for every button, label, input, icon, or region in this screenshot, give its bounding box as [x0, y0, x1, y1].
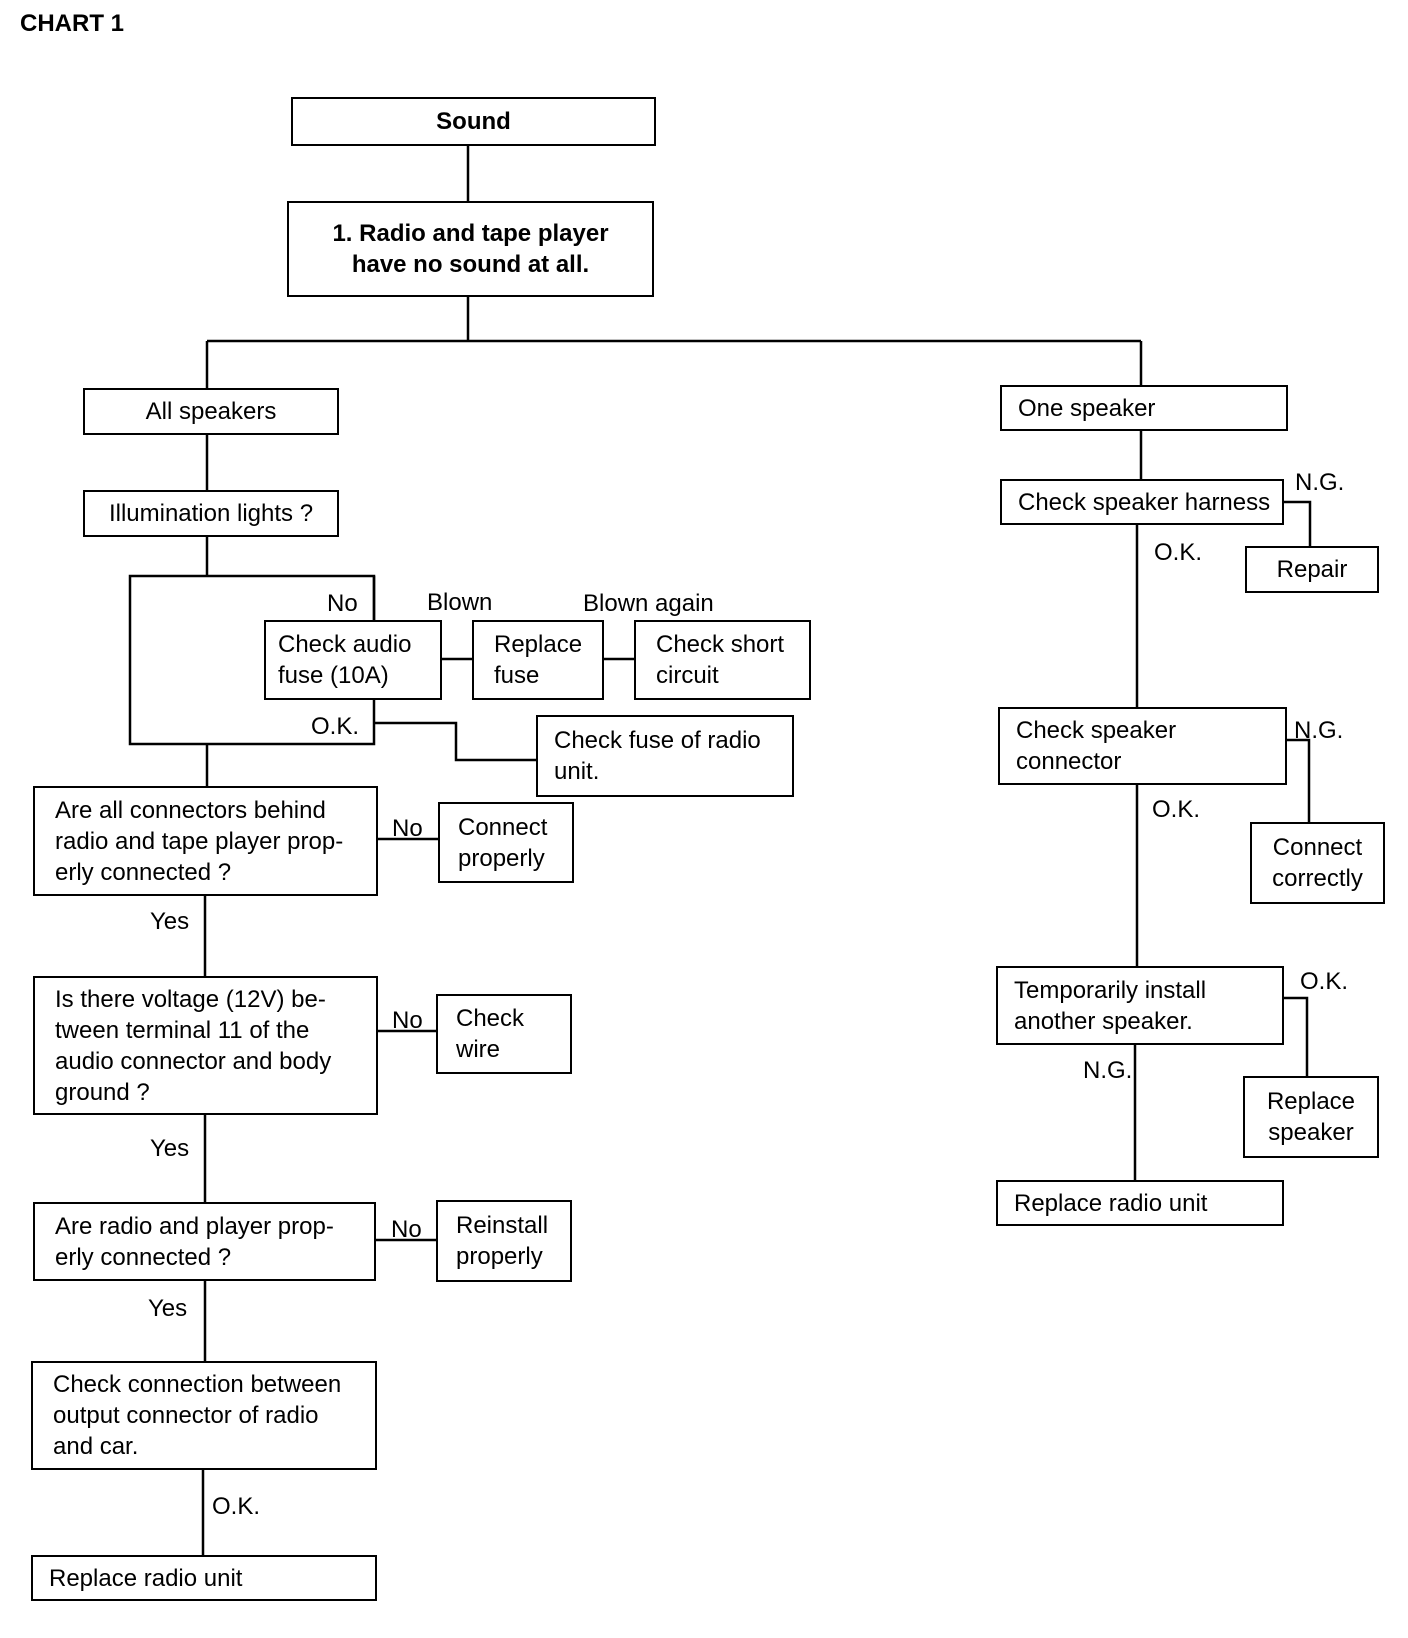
radio-tape-no-sound-box: 1. Radio and tape player have no sound a…	[287, 201, 654, 297]
line-temp-ok	[1283, 996, 1309, 1076]
label-ok-connection: O.K.	[212, 1493, 261, 1520]
one-speaker-box: One speaker	[1000, 385, 1288, 431]
line-connector-ng	[1285, 738, 1311, 822]
check-audio-fuse-box: Check audio fuse (10A)	[264, 620, 442, 700]
reinstall-properly-box: Reinstall properly	[436, 1200, 572, 1282]
label-blown: Blown	[427, 589, 493, 616]
replace-fuse-box: Replace fuse	[472, 620, 604, 700]
check-connection-box: Check connection between output connecto…	[31, 1361, 377, 1470]
check-short-circuit-box: Check short circuit	[634, 620, 811, 700]
label-yes-radio-player: Yes	[148, 1295, 188, 1322]
all-speakers-box: All speakers	[83, 388, 339, 435]
check-speaker-harness-box: Check speaker harness	[1000, 479, 1284, 525]
label-blown-again: Blown again	[583, 590, 714, 617]
label-no-radio-player: No	[391, 1216, 422, 1243]
label-ok-harness: O.K.	[1154, 539, 1203, 566]
temporarily-install-box: Temporarily install another speaker.	[996, 966, 1284, 1045]
label-no-voltage: No	[392, 1007, 423, 1034]
label-ng-temp: N.G.	[1083, 1057, 1133, 1084]
illumination-lights-box: Illumination lights ?	[83, 490, 339, 537]
label-yes-voltage: Yes	[150, 1135, 190, 1162]
check-speaker-connector-box: Check speaker connector	[998, 707, 1287, 785]
label-yes-connectors: Yes	[150, 908, 190, 935]
sound-box: Sound	[291, 97, 656, 146]
voltage-question-box: Is there voltage (12V) be- tween termina…	[33, 976, 378, 1115]
replace-radio-unit-left-box: Replace radio unit	[31, 1555, 377, 1601]
repair-box: Repair	[1245, 546, 1379, 593]
connect-correctly-box: Connect correctly	[1250, 822, 1385, 904]
radio-player-question-box: Are radio and player prop- erly connecte…	[33, 1202, 376, 1281]
label-ng-harness: N.G.	[1295, 469, 1345, 496]
line-ok-fuse-radio	[374, 721, 536, 762]
check-wire-box: Check wire	[436, 994, 572, 1074]
label-ok-connector: O.K.	[1152, 796, 1201, 823]
label-no-fuse: No	[327, 590, 358, 617]
label-ok-temp: O.K.	[1300, 968, 1349, 995]
page-title: CHART 1	[20, 10, 125, 37]
label-no-connectors: No	[392, 815, 423, 842]
label-ok-fuse: O.K.	[311, 713, 360, 740]
label-ng-connector: N.G.	[1294, 717, 1344, 744]
replace-speaker-box: Replace speaker	[1243, 1076, 1379, 1158]
connectors-question-box: Are all connectors behind radio and tape…	[33, 786, 378, 896]
connect-properly-box: Connect properly	[438, 802, 574, 883]
line-harness-ng	[1283, 500, 1312, 546]
check-fuse-radio-unit-box: Check fuse of radio unit.	[536, 715, 794, 797]
replace-radio-unit-right-box: Replace radio unit	[996, 1180, 1284, 1226]
